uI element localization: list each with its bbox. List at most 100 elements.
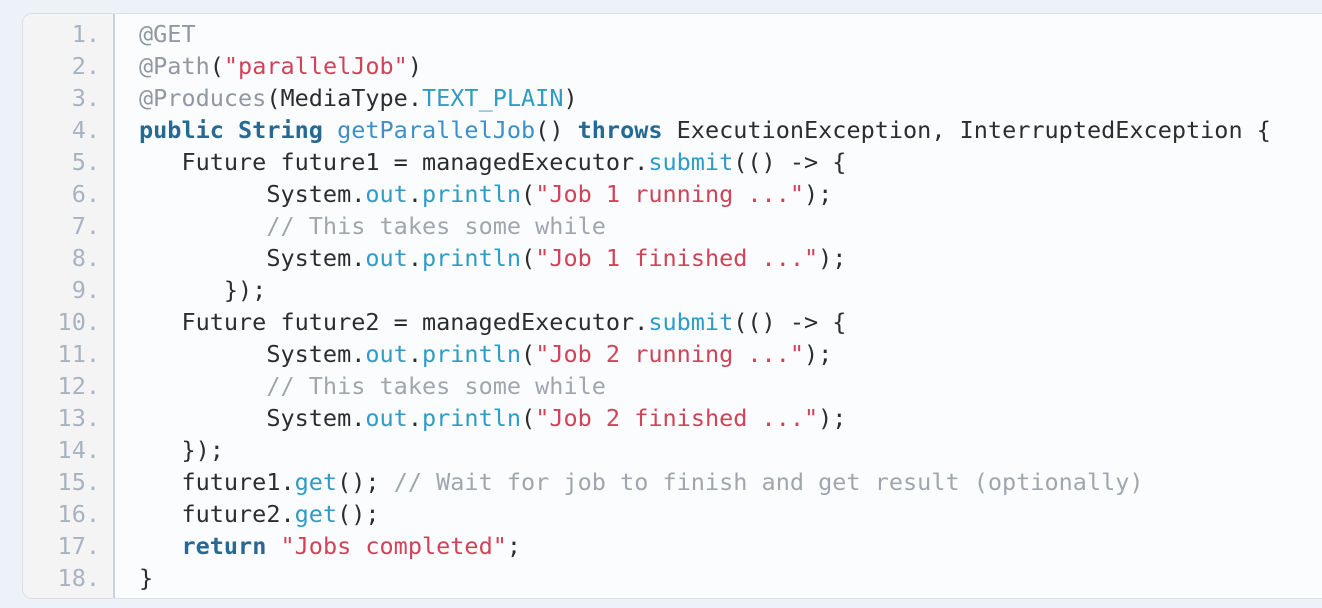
code-text: @GET <box>113 18 1322 50</box>
code-segment-plain: ); <box>804 340 833 368</box>
line-number: 2. <box>71 52 100 80</box>
code-text: }); <box>113 274 1322 306</box>
line-number: 16. <box>57 500 100 528</box>
code-segment-plain: ( <box>521 180 536 208</box>
code-segment-string: "parallelJob" <box>223 52 408 80</box>
code-line: 1. @GET <box>23 18 1322 50</box>
code-segment-plain: (() -> { <box>733 148 847 176</box>
code-segment-plain: . <box>407 404 422 432</box>
code-line: 17. return "Jobs completed"; <box>23 530 1322 562</box>
line-number: 8. <box>71 244 100 272</box>
line-number: 15. <box>57 468 100 496</box>
code-line: 11. System.out.println("Job 2 running ..… <box>23 338 1322 370</box>
line-number: 5. <box>71 148 100 176</box>
code-segment-plain: }); <box>139 276 267 304</box>
code-line: 12. // This takes some while <box>23 370 1322 402</box>
code-segment-member: submit <box>648 148 734 176</box>
code-text: }); <box>113 434 1322 466</box>
line-number: 10. <box>57 308 100 336</box>
code-text: @Produces(MediaType.TEXT_PLAIN) <box>113 82 1322 114</box>
code-segment-plain: }); <box>139 436 224 464</box>
code-segment-plain: System. <box>139 340 366 368</box>
code-line: 16. future2.get(); <box>23 498 1322 530</box>
code-line: 7. // This takes some while <box>23 210 1322 242</box>
code-segment-member: println <box>421 244 522 272</box>
code-text: System.out.println("Job 2 running ..."); <box>113 338 1322 370</box>
code-segment-function: getParallelJob <box>337 116 536 144</box>
code-segment-plain: . <box>407 180 422 208</box>
code-line: 15. future1.get(); // Wait for job to fi… <box>23 466 1322 498</box>
code-segment-annotation: @Produces <box>139 84 267 112</box>
code-segment-plain <box>323 116 337 144</box>
code-segment-plain: ( <box>521 340 536 368</box>
code-segment-plain: Future future1 = managedExecutor. <box>139 148 649 176</box>
code-text: System.out.println("Job 1 running ..."); <box>113 178 1322 210</box>
code-segment-plain: () <box>535 116 578 144</box>
code-text: public String getParallelJob() throws Ex… <box>113 114 1322 146</box>
code-segment-comment: // This takes some while <box>266 212 606 240</box>
code-segment-plain: . <box>407 244 422 272</box>
code-segment-member: out <box>365 404 408 432</box>
code-segment-plain: future1. <box>139 468 295 496</box>
code-line: 3.@Produces(MediaType.TEXT_PLAIN) <box>23 82 1322 114</box>
line-number: 4. <box>71 116 100 144</box>
code-segment-member: out <box>365 340 408 368</box>
code-text: future2.get(); <box>113 498 1322 530</box>
code-segment-plain: System. <box>139 244 366 272</box>
line-number: 7. <box>71 212 100 240</box>
code-segment-plain: ( <box>521 404 536 432</box>
code-line: 2. @Path("parallelJob") <box>23 50 1322 82</box>
code-segment-plain: System. <box>139 404 366 432</box>
code-text: // This takes some while <box>113 210 1322 242</box>
code-segment-plain: System. <box>139 180 366 208</box>
code-segment-keyword: throws <box>577 116 663 144</box>
code-segment-plain: ); <box>818 404 847 432</box>
code-line: 9. }); <box>23 274 1322 306</box>
code-segment-plain: future2. <box>139 500 295 528</box>
code-text: @Path("parallelJob") <box>113 50 1322 82</box>
code-segment-plain: Future future2 = managedExecutor. <box>139 308 649 336</box>
code-segment-plain: ( <box>209 52 224 80</box>
line-number: 13. <box>57 404 100 432</box>
code-segment-string: "Job 1 finished ..." <box>535 244 819 272</box>
code-text: return "Jobs completed"; <box>113 530 1322 562</box>
code-segment-member: println <box>421 180 522 208</box>
code-segment-member: out <box>365 180 408 208</box>
code-segment-string: "Job 2 running ..." <box>535 340 805 368</box>
code-segment-member: TEXT_PLAIN <box>421 84 564 112</box>
code-segment-member: get <box>294 468 338 496</box>
code-text: // This takes some while <box>113 370 1322 402</box>
code-line: 14. }); <box>23 434 1322 466</box>
code-segment-plain: (); <box>337 468 394 496</box>
line-number: 11. <box>57 340 100 368</box>
code-segment-member: submit <box>648 308 734 336</box>
code-segment-plain: ExecutionException, InterruptedException… <box>662 116 1271 144</box>
line-number: 9. <box>71 276 100 304</box>
code-line: 4. public String getParallelJob() throws … <box>23 114 1322 146</box>
code-segment-comment: // This takes some while <box>266 372 606 400</box>
code-text: System.out.println("Job 2 finished ...")… <box>113 402 1322 434</box>
code-line: 10. Future future2 = managedExecutor.sub… <box>23 306 1322 338</box>
code-segment-annotation: @GET <box>139 20 196 48</box>
line-number: 1. <box>71 20 100 48</box>
line-number: 18. <box>57 564 100 592</box>
code-segment-annotation: @Path <box>139 52 210 80</box>
line-number: 17. <box>57 532 100 560</box>
code-segment-string: "Job 1 running ..." <box>535 180 805 208</box>
code-segment-plain: (() -> { <box>733 308 847 336</box>
code-text: Future future2 = managedExecutor.submit(… <box>113 306 1322 338</box>
code-segment-plain: ) <box>407 52 422 80</box>
code-segment-plain: (MediaType. <box>266 84 422 112</box>
code-segment-keyword: return <box>181 532 267 560</box>
code-text: future1.get(); // Wait for job to finish… <box>113 466 1322 498</box>
code-segment-plain <box>139 372 266 400</box>
code-segment-comment: // Wait for job to finish and get result… <box>393 468 1144 496</box>
code-line: 8. System.out.println("Job 1 finished ..… <box>23 242 1322 274</box>
code-segment-member: println <box>421 404 522 432</box>
code-segment-member: out <box>365 244 408 272</box>
code-segment-plain: } <box>139 564 154 592</box>
code-text: Future future1 = managedExecutor.submit(… <box>113 146 1322 178</box>
code-segment-plain: ) <box>563 84 578 112</box>
line-number: 12. <box>57 372 100 400</box>
